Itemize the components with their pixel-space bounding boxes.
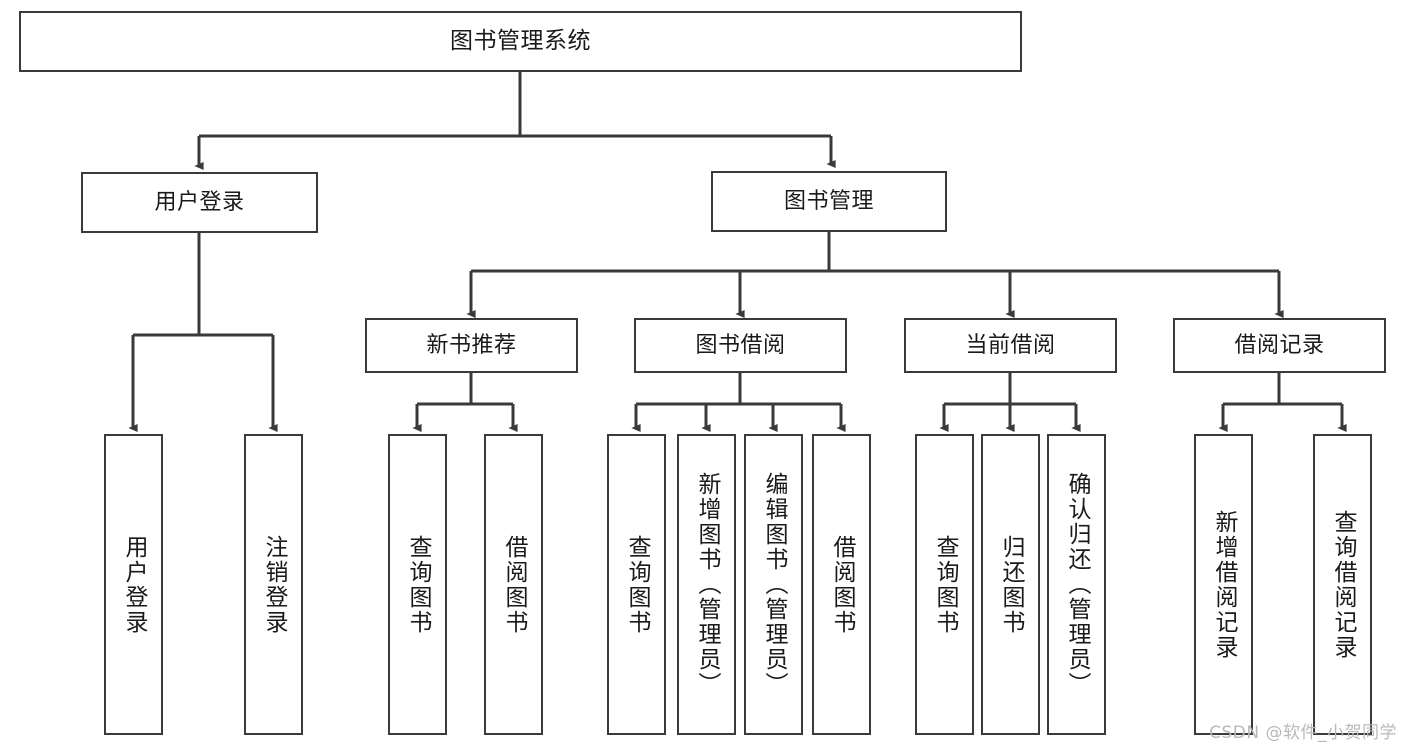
node-leaf-query-book-borrow[interactable]: 查询图书 (607, 434, 666, 735)
node-label: 用户登录 (121, 534, 147, 635)
node-label: 新增借阅记录 (1211, 509, 1237, 660)
node-label: 查询图书 (624, 534, 650, 635)
node-label: 借阅记录 (1234, 332, 1325, 358)
node-label: 图书管理系统 (450, 27, 591, 54)
node-leaf-user-login[interactable]: 用户登录 (104, 434, 163, 735)
node-leaf-add-borrow-record[interactable]: 新增借阅记录 (1194, 434, 1253, 735)
node-label: 注销登录 (261, 534, 287, 635)
node-leaf-edit-book[interactable]: 编辑图书（管理员） (744, 434, 803, 735)
node-label: 图书借阅 (695, 332, 786, 358)
node-leaf-confirm-return[interactable]: 确认归还（管理员） (1047, 434, 1106, 735)
node-label: 查询图书 (932, 534, 958, 635)
node-current-borrow[interactable]: 当前借阅 (904, 318, 1117, 373)
node-leaf-user-logout[interactable]: 注销登录 (244, 434, 303, 735)
node-label: 编辑图书（管理员） (761, 472, 787, 697)
node-label: 归还图书 (998, 534, 1024, 635)
node-label: 查询图书 (405, 534, 431, 635)
node-leaf-query-borrow-record[interactable]: 查询借阅记录 (1313, 434, 1372, 735)
watermark-text: CSDN @软件_小贺同学 (1209, 723, 1397, 743)
node-label: 图书管理 (783, 188, 874, 214)
node-label: 借阅图书 (501, 534, 527, 635)
node-new-book-recommend[interactable]: 新书推荐 (365, 318, 578, 373)
node-book-manage[interactable]: 图书管理 (711, 171, 947, 232)
node-leaf-query-book-current[interactable]: 查询图书 (915, 434, 974, 735)
node-leaf-return-book[interactable]: 归还图书 (981, 434, 1040, 735)
node-leaf-borrow-book-recommend[interactable]: 借阅图书 (484, 434, 543, 735)
node-borrow-record[interactable]: 借阅记录 (1173, 318, 1386, 373)
node-label: 查询借阅记录 (1330, 509, 1356, 660)
node-leaf-query-book-recommend[interactable]: 查询图书 (388, 434, 447, 735)
node-label: 借阅图书 (829, 534, 855, 635)
node-label: 用户登录 (154, 189, 245, 215)
node-root-system[interactable]: 图书管理系统 (19, 11, 1022, 72)
node-user-login[interactable]: 用户登录 (81, 172, 318, 233)
node-leaf-borrow-book[interactable]: 借阅图书 (812, 434, 871, 735)
node-label: 确认归还（管理员） (1064, 472, 1090, 697)
node-label: 新书推荐 (426, 332, 517, 358)
node-book-borrow[interactable]: 图书借阅 (634, 318, 847, 373)
node-label: 新增图书（管理员） (694, 472, 720, 697)
node-leaf-add-book[interactable]: 新增图书（管理员） (677, 434, 736, 735)
node-label: 当前借阅 (965, 332, 1056, 358)
